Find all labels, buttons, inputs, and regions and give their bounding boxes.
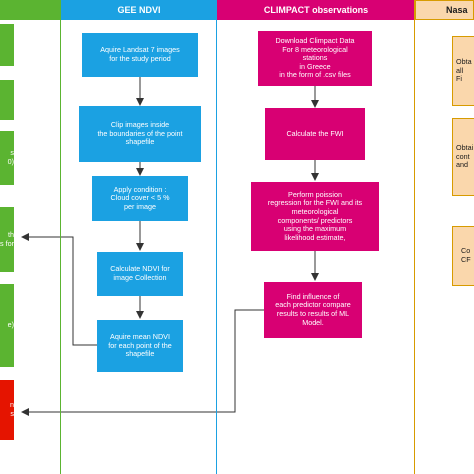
lane-divider-1 — [60, 0, 61, 474]
left-node-1 — [0, 24, 14, 66]
nasa-node-2: Obtai cont and — [452, 118, 474, 196]
lane-header-climpact: CLIMPACT observations — [217, 0, 415, 20]
gee-node-mean-ndvi: Aquire mean NDVI for each point of the s… — [97, 320, 183, 372]
climpact-node-predictor-influence: Find influence of each predictor compare… — [264, 282, 362, 338]
nasa-node-1: Obta all Fi — [452, 36, 474, 106]
gee-node-calculate-ndvi: Calculate NDVI for image Collection — [97, 252, 183, 296]
nasa-node-3: Co CF — [452, 226, 474, 286]
gee-node-clip-images: Clip images inside the boundaries of the… — [79, 106, 201, 162]
climpact-node-download: Download Climpact Data For 8 meteorologi… — [258, 31, 372, 86]
left-node-2 — [0, 80, 14, 120]
arrow-clim-to-left — [21, 309, 264, 416]
left-node-3: s 0) — [0, 131, 14, 185]
lane-header-left — [0, 0, 61, 20]
arrow-gee-to-left — [21, 233, 97, 346]
gee-node-cloud-condition: Apply condition : Cloud cover < 5 % per … — [92, 176, 188, 221]
climpact-node-poisson-regression: Perform poission regression for the FWI … — [251, 182, 379, 251]
lane-header-gee: GEE NDVI — [61, 0, 217, 20]
gee-node-acquire-landsat: Aquire Landsat 7 images for the study pe… — [82, 33, 198, 77]
climpact-node-calculate-fwi: Calculate the FWI — [265, 108, 365, 160]
left-node-5: e) — [0, 284, 14, 367]
left-node-4: th s for — [0, 207, 14, 272]
lane-divider-3 — [414, 0, 415, 474]
lane-divider-2 — [216, 0, 217, 474]
left-node-6: n s — [0, 380, 14, 440]
lane-header-nasa: Nasa — [415, 0, 474, 20]
